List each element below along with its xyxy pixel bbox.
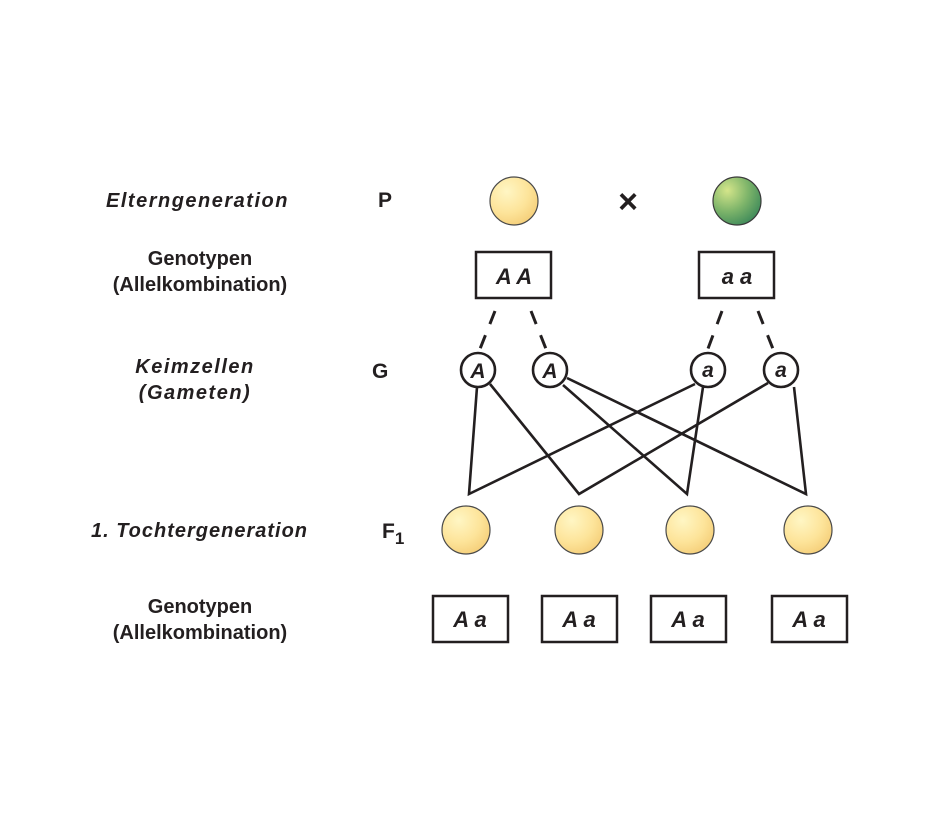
parent-genotype-2: a a bbox=[722, 264, 753, 289]
row-label-parent-genotypes-line2: (Allelkombination) bbox=[112, 274, 288, 296]
parent-genotype-box-1 bbox=[474, 250, 553, 300]
offspring-pea-3 bbox=[665, 505, 715, 555]
offspring-genotype-box-2 bbox=[540, 594, 619, 644]
offspring-genotype-2: A a bbox=[561, 607, 595, 632]
parent-genotype-box-2 bbox=[697, 250, 776, 300]
generation-symbol-f1-letter: F bbox=[382, 520, 395, 543]
offspring-genotype-4: A a bbox=[791, 607, 825, 632]
row-label-parent-genotypes: Genotypen (Allelkombination) bbox=[85, 246, 315, 298]
gamete-circle-3 bbox=[689, 351, 727, 389]
row-label-gametes-line1: Keimzellen bbox=[135, 356, 255, 378]
offspring-pea-2 bbox=[554, 505, 604, 555]
offspring-genotype-box-1 bbox=[431, 594, 510, 644]
cross-line-2 bbox=[488, 381, 769, 496]
offspring-genotype-3: A a bbox=[670, 607, 704, 632]
row-label-f1: 1. Tochtergeneration bbox=[90, 520, 309, 542]
generation-symbol-p: P bbox=[378, 189, 393, 212]
gamete-allele-4: a bbox=[775, 359, 787, 382]
offspring-genotype-1: A a bbox=[452, 607, 486, 632]
gamete-allele-3: a bbox=[702, 359, 714, 382]
gamete-circle-4 bbox=[762, 351, 800, 389]
dash-line-1 bbox=[476, 310, 497, 355]
generation-symbol-f1: F1 bbox=[382, 520, 404, 548]
row-label-f1-genotypes-line2: (Allelkombination) bbox=[112, 622, 288, 644]
generation-symbol-g: G bbox=[372, 360, 389, 383]
gamete-allele-1: A bbox=[469, 360, 485, 383]
offspring-pea-1 bbox=[441, 505, 491, 555]
dash-line-2 bbox=[529, 310, 550, 355]
generation-symbol-f1-subscript: 1 bbox=[394, 529, 405, 548]
offspring-genotype-box-3 bbox=[649, 594, 728, 644]
row-label-parents: Elterngeneration bbox=[106, 190, 289, 212]
cross-line-1 bbox=[467, 382, 696, 497]
row-label-parent-genotypes-line1: Genotypen bbox=[147, 248, 253, 270]
row-label-gametes: Keimzellen (Gameten) bbox=[85, 354, 305, 406]
row-label-gametes-line2: (Gameten) bbox=[138, 382, 252, 404]
parent-pea-yellow bbox=[489, 176, 539, 226]
dash-line-4 bbox=[756, 310, 777, 355]
row-label-f1-genotypes-line1: Genotypen bbox=[147, 596, 253, 618]
gamete-circle-2 bbox=[531, 351, 569, 389]
offspring-genotype-box-4 bbox=[770, 594, 849, 644]
parent-pea-green bbox=[712, 176, 762, 226]
gamete-circle-1 bbox=[459, 351, 497, 389]
dash-line-3 bbox=[704, 310, 724, 355]
row-label-f1-genotypes: Genotypen (Allelkombination) bbox=[85, 594, 315, 646]
gamete-allele-2: A bbox=[541, 360, 557, 383]
cross-line-3 bbox=[562, 384, 705, 497]
cross-line-4 bbox=[566, 376, 808, 497]
cross-symbol: × bbox=[618, 183, 638, 221]
offspring-pea-4 bbox=[783, 505, 833, 555]
parent-genotype-1: A A bbox=[495, 264, 532, 289]
